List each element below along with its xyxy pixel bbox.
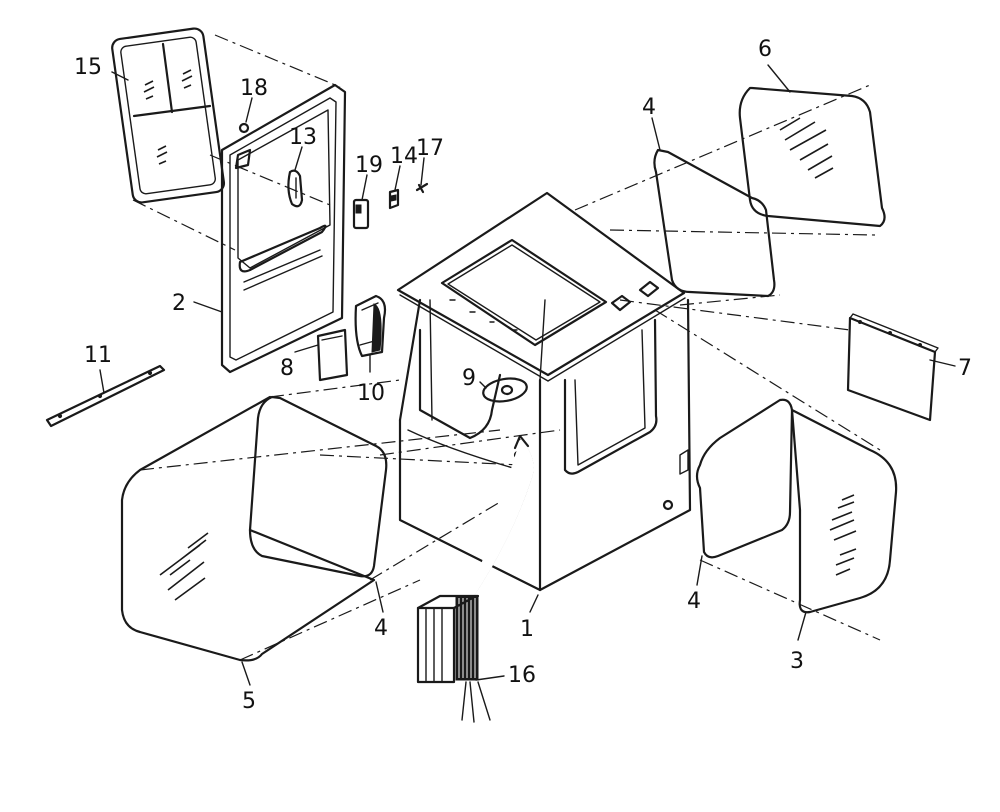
- part-19-latch: [352, 198, 370, 230]
- part-8-plate: [316, 328, 349, 382]
- part-18-bolt: [238, 122, 250, 134]
- label-19: 19: [355, 153, 383, 178]
- part-4-glass-upper: [653, 148, 776, 298]
- part-15-window: [111, 27, 226, 204]
- label-6: 6: [758, 37, 772, 62]
- part-16-heater: [416, 434, 534, 723]
- part-13-door-handle: [287, 169, 304, 208]
- part-9-round-panel: [482, 377, 528, 403]
- part-11-strip: [45, 364, 166, 428]
- label-3: 3: [790, 649, 804, 674]
- leader-lines: [99, 64, 956, 686]
- part-14-catch: [388, 188, 400, 210]
- part-2-door: [220, 83, 347, 374]
- part-3-side-glass: [790, 408, 898, 614]
- part-17-screw: [415, 182, 429, 194]
- label-10: 10: [357, 381, 385, 406]
- label-17: 17: [416, 136, 444, 161]
- part-labels: 15 2 18 13 19 14 17 8 10 9 11 4 6 7 1 16…: [74, 37, 972, 714]
- part-6-rear-glass: [738, 86, 886, 228]
- label-14: 14: [390, 144, 418, 169]
- assembly-guide-lines: [132, 34, 881, 661]
- part-10-cover: [354, 294, 387, 358]
- label-13: 13: [289, 125, 317, 150]
- label-18: 18: [240, 76, 268, 101]
- label-4-top: 4: [642, 95, 656, 120]
- part-5-front-glass: [120, 395, 376, 662]
- label-4-right: 4: [687, 589, 701, 614]
- label-1: 1: [520, 617, 534, 642]
- label-8: 8: [280, 356, 294, 381]
- label-5: 5: [242, 689, 256, 714]
- label-7: 7: [958, 356, 972, 381]
- part-7-panel: [846, 313, 939, 422]
- label-16: 16: [508, 663, 536, 688]
- label-11: 11: [84, 343, 112, 368]
- label-9: 9: [462, 366, 476, 391]
- label-4-left: 4: [374, 616, 388, 641]
- part-4-glass-left: [248, 395, 388, 578]
- part-4-glass-right: [695, 398, 794, 559]
- label-15: 15: [74, 55, 102, 80]
- part-1-cab-body: [396, 191, 692, 592]
- label-2: 2: [172, 291, 186, 316]
